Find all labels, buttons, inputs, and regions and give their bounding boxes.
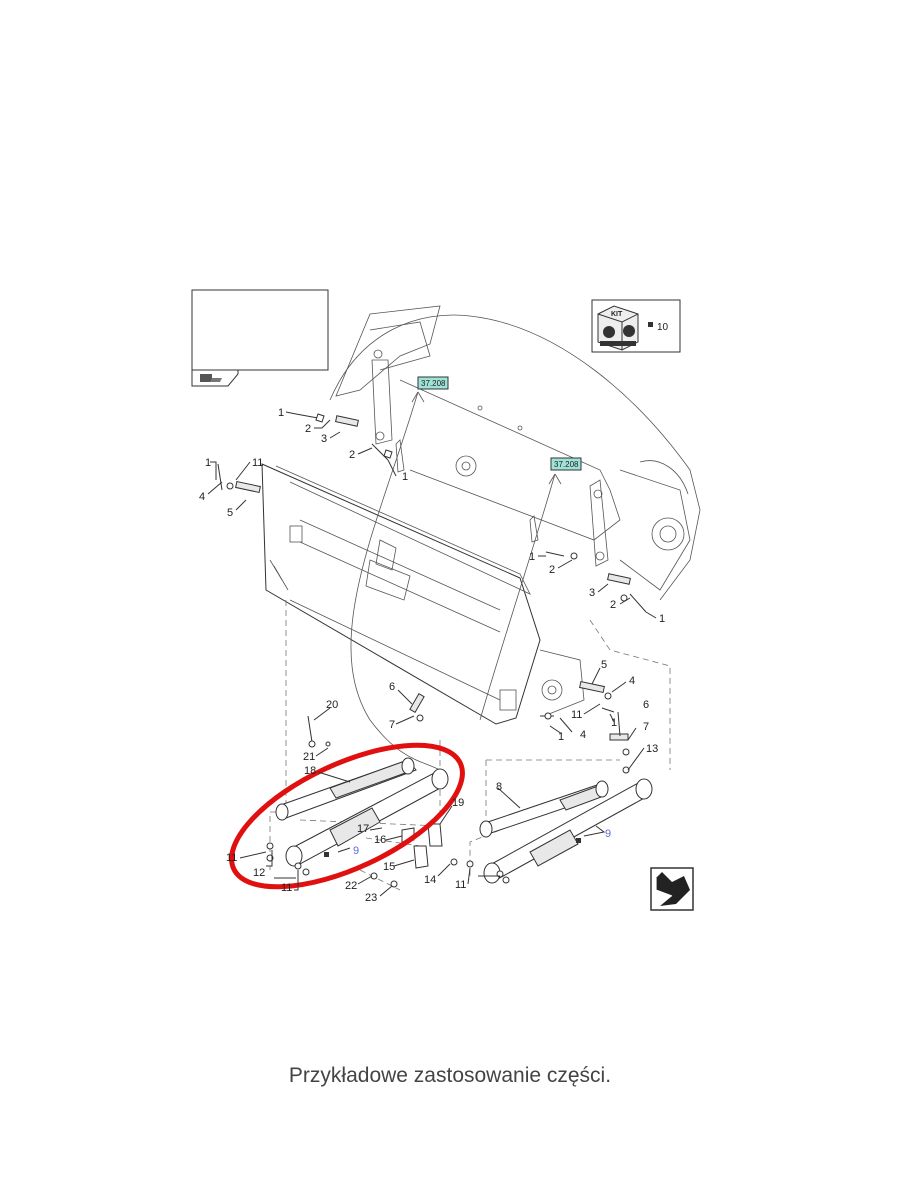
cylinder-left[interactable] (266, 757, 449, 876)
callout: 2 (549, 564, 555, 576)
cylinder-right[interactable] (466, 766, 653, 884)
callout: 11 (455, 879, 466, 891)
kit-box-icon: KIT (597, 305, 639, 351)
callout: 16 (374, 834, 386, 846)
carriage-plate (261, 463, 585, 725)
callout: 17 (357, 823, 369, 835)
callout: 6 (643, 699, 649, 711)
callout: 7 (389, 719, 395, 731)
pins-and-bolts (217, 413, 647, 888)
callout: 20 (326, 699, 338, 711)
callout: 15 (383, 861, 395, 873)
title-block (191, 289, 329, 387)
callout: 22 (345, 880, 357, 892)
callout: 1 (402, 471, 408, 483)
kit-marker-square (648, 322, 653, 327)
callout: 5 (601, 659, 607, 671)
callout: 1 (558, 731, 564, 743)
callout: 14 (424, 874, 436, 886)
highlight-ellipse (229, 742, 465, 890)
callout: 4 (580, 729, 586, 741)
machine-frame (329, 305, 701, 601)
callout: 11 (571, 709, 582, 721)
ref-tag-upper[interactable]: 37.208 (417, 376, 449, 390)
callout: 2 (349, 449, 355, 461)
callout: 11 (226, 852, 237, 864)
ref-tag-lower[interactable]: 37.208 (550, 457, 582, 471)
callout: 13 (646, 743, 658, 755)
book-icon (200, 374, 222, 382)
callout-labels: 1 2 3 2 1 1 11 4 5 1 2 3 2 1 5 4 11 1 1 … (199, 407, 665, 904)
kit-legend: KIT 10 (591, 299, 681, 353)
callout: 2 (305, 423, 311, 435)
reference-leaders (350, 391, 562, 771)
callout: 6 (389, 681, 395, 693)
kit-title: KIT (611, 311, 623, 318)
callout: 1 (611, 717, 617, 729)
callout: 21 (303, 751, 315, 763)
callout: 19 (452, 797, 464, 809)
ref-tag-upper-text: 37.208 (421, 379, 446, 388)
callout: 18 (304, 765, 316, 777)
callout: 4 (629, 675, 635, 687)
ref-tag-lower-text: 37.208 (554, 460, 579, 469)
callout: 1 (659, 613, 665, 625)
callout: 8 (496, 781, 502, 793)
callout: 2 (610, 599, 616, 611)
callout: 1 (278, 407, 284, 419)
callout: 3 (321, 433, 327, 445)
callout: 12 (253, 867, 265, 879)
kit-ref: 10 (657, 322, 669, 333)
callout: 5 (227, 507, 233, 519)
callout: 7 (643, 721, 649, 733)
callout: 11 (281, 882, 292, 894)
callout: 1 (205, 457, 211, 469)
caption: Przykładowe zastosowanie części. (288, 1064, 612, 1087)
callout: 3 (589, 587, 595, 599)
callout: 11 (252, 457, 263, 469)
callout-leaders (207, 411, 657, 897)
callout: 23 (365, 892, 377, 904)
callout: 4 (199, 491, 205, 503)
callout: 1 (529, 551, 535, 563)
callout: 9 (353, 845, 359, 857)
next-page-arrow-icon[interactable] (650, 867, 694, 911)
callout: 9 (605, 828, 611, 840)
